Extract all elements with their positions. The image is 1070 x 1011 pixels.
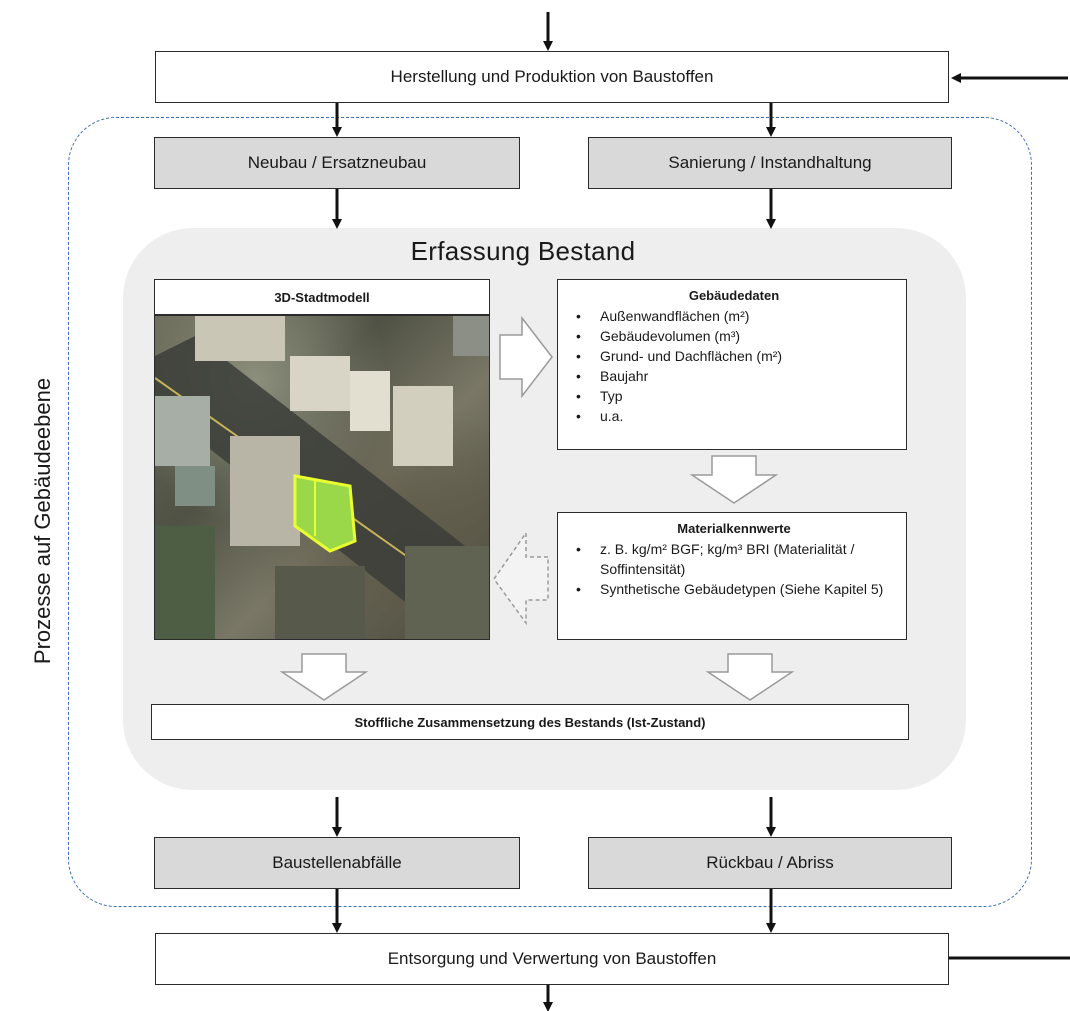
material-values-header: Materialkennwerte <box>677 521 791 536</box>
list-item: Außenwandflächen (m²) <box>576 306 896 326</box>
material-values-box: Materialkennwerte z. B. kg/m² BGF; kg/m³… <box>557 512 907 640</box>
new-construction-box: Neubau / Ersatzneubau <box>154 137 520 189</box>
list-item: Gebäudevolumen (m³) <box>576 326 896 346</box>
material-values-list: z. B. kg/m² BGF; kg/m³ BRI (Materialität… <box>572 539 896 599</box>
city-model-image <box>154 315 490 640</box>
block-arrow-left <box>493 530 549 626</box>
construction-waste-box: Baustellenabfälle <box>154 837 520 889</box>
list-item: Grund- und Dachflächen (m²) <box>576 346 896 366</box>
block-arrow-down <box>689 455 779 504</box>
production-box: Herstellung und Produktion von Baustoffe… <box>155 51 949 103</box>
building-data-box: Gebäudedaten Außenwandflächen (m²) Gebäu… <box>557 279 907 450</box>
city-model-picture <box>155 316 489 639</box>
renovation-box: Sanierung / Instandhaltung <box>588 137 952 189</box>
block-arrow-down <box>279 653 369 701</box>
building-data-header: Gebäudedaten <box>688 288 780 303</box>
list-item: u.a. <box>576 406 896 426</box>
demolition-box: Rückbau / Abriss <box>588 837 952 889</box>
composition-box: Stoffliche Zusammensetzung des Bestands … <box>151 704 909 740</box>
process-frame <box>68 117 1032 907</box>
list-item: z. B. kg/m² BGF; kg/m³ BRI (Materialität… <box>576 539 896 579</box>
list-item: Synthetische Gebäudetypen (Siehe Kapitel… <box>576 579 896 599</box>
disposal-box: Entsorgung und Verwertung von Baustoffen <box>155 933 949 985</box>
building-data-list: Außenwandflächen (m²) Gebäudevolumen (m³… <box>572 306 896 426</box>
panel-title: Erfassung Bestand <box>410 236 636 266</box>
list-item: Baujahr <box>576 366 896 386</box>
city-model-header: 3D-Stadtmodell <box>154 279 490 315</box>
block-arrow-down <box>705 653 795 701</box>
block-arrow-right <box>499 315 553 399</box>
list-item: Typ <box>576 386 896 406</box>
